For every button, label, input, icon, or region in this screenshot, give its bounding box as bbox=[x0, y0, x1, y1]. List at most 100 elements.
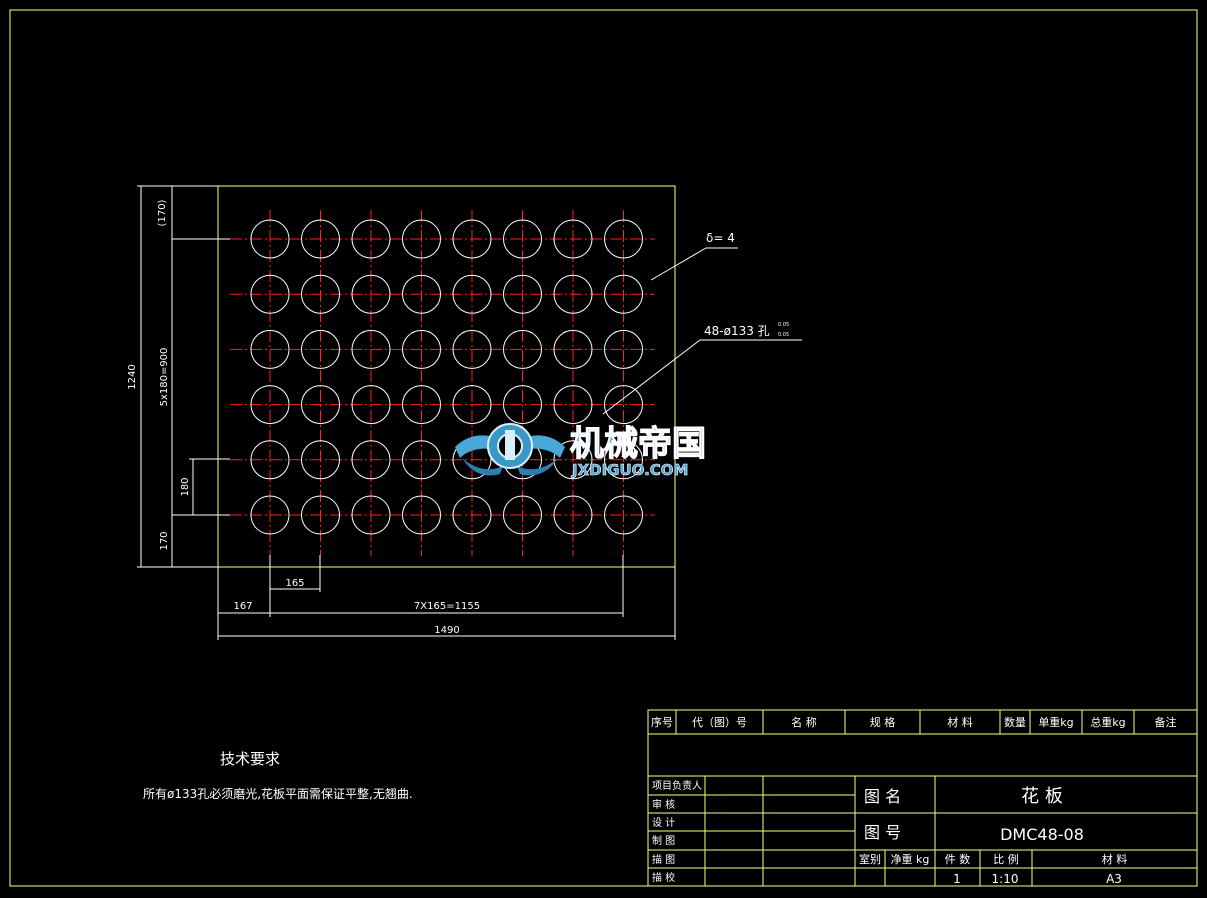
hole bbox=[250, 495, 290, 535]
hole bbox=[402, 495, 441, 535]
hole bbox=[604, 219, 643, 259]
dim-overall-height: 1240 bbox=[127, 364, 138, 389]
watermark-title: 机械帝国 bbox=[570, 424, 706, 464]
dim-left-margin: 167 bbox=[233, 601, 252, 612]
dim-vertical-pitch: 5x180=900 bbox=[159, 348, 170, 407]
hole bbox=[250, 219, 290, 259]
callout-hole-spec: 48-ø133 孔 bbox=[704, 324, 770, 338]
drawing-border bbox=[9, 9, 1198, 887]
hole bbox=[503, 329, 542, 369]
vertical-dimensions: (170) 5x180=900 1240 180 170 bbox=[127, 185, 230, 568]
hole bbox=[351, 274, 391, 314]
hole bbox=[301, 440, 340, 480]
title-block-info-header: 室别 bbox=[859, 852, 881, 866]
dim-horizontal-pitch: 7X165=1155 bbox=[414, 601, 480, 612]
horizontal-dimensions: 165 167 7X165=1155 1490 bbox=[217, 555, 676, 640]
title-block-info-header: 材 料 bbox=[1102, 852, 1128, 866]
hole bbox=[301, 274, 340, 314]
hole bbox=[452, 219, 492, 259]
hole bbox=[402, 274, 441, 314]
drawing-name-value: 花 板 bbox=[1021, 786, 1063, 807]
hole bbox=[604, 274, 643, 314]
drawing-number-value: DMC48-08 bbox=[1000, 825, 1084, 844]
parts-list-header: 序号 bbox=[651, 715, 673, 729]
hole bbox=[402, 385, 441, 425]
title-block-role: 制 图 bbox=[652, 834, 675, 847]
title-block-role: 设 计 bbox=[652, 816, 675, 829]
hole bbox=[452, 329, 492, 369]
hole bbox=[301, 219, 340, 259]
dim-top-margin: (170) bbox=[157, 199, 168, 226]
title-block-info-header: 比 例 bbox=[993, 852, 1019, 866]
technical-notes: 技术要求 所有ø133孔必须磨光,花板平面需保证平整,无翘曲. bbox=[143, 750, 413, 801]
hole bbox=[250, 385, 290, 425]
parts-list-header: 备注 bbox=[1155, 715, 1177, 729]
hole bbox=[351, 385, 391, 425]
parts-list-header: 代（图）号 bbox=[692, 716, 747, 729]
hole bbox=[250, 274, 290, 314]
dim-col-pitch: 165 bbox=[285, 578, 304, 589]
title-block-info-header: 净重 kg bbox=[891, 852, 930, 866]
title-block-role: 项目负责人 bbox=[652, 779, 702, 792]
parts-list-header: 材 料 bbox=[947, 715, 973, 729]
gear-wings-icon bbox=[455, 423, 565, 476]
material-value: A3 bbox=[1106, 872, 1122, 886]
hole bbox=[553, 440, 593, 480]
hole bbox=[553, 385, 593, 425]
hole bbox=[503, 385, 542, 425]
notes-heading: 技术要求 bbox=[220, 750, 280, 768]
callouts: δ= 4 48-ø133 孔 0.05 0.05 bbox=[602, 231, 802, 415]
hole bbox=[250, 440, 290, 480]
callout-tol-lower: 0.05 bbox=[778, 332, 789, 338]
hole bbox=[503, 219, 542, 259]
hole bbox=[351, 440, 391, 480]
hole bbox=[452, 385, 492, 425]
hole bbox=[553, 495, 593, 535]
hole bbox=[301, 329, 340, 369]
title-block-info-header: 件 数 bbox=[945, 853, 971, 866]
hole bbox=[452, 274, 492, 314]
hole bbox=[452, 495, 492, 535]
hole bbox=[553, 219, 593, 259]
parts-list-header: 名 称 bbox=[791, 715, 817, 729]
drawing-number-label: 图 号 bbox=[864, 823, 901, 842]
callout-thickness: δ= 4 bbox=[706, 231, 735, 245]
hole bbox=[402, 329, 441, 369]
notes-body: 所有ø133孔必须磨光,花板平面需保证平整,无翘曲. bbox=[143, 786, 413, 801]
hole bbox=[250, 329, 290, 369]
parts-list-header: 规 格 bbox=[870, 715, 896, 729]
hole bbox=[503, 495, 542, 535]
hole bbox=[301, 495, 340, 535]
dim-row-pitch: 180 bbox=[180, 477, 191, 496]
drawing-name-label: 图 名 bbox=[864, 787, 901, 806]
scale-value: 1:10 bbox=[992, 872, 1019, 886]
hole bbox=[351, 219, 391, 259]
title-block-role: 审 核 bbox=[652, 798, 675, 811]
hole bbox=[503, 274, 542, 314]
parts-list-header: 单重kg bbox=[1038, 715, 1073, 729]
parts-list-header: 数量 bbox=[1004, 716, 1026, 729]
hole bbox=[351, 495, 391, 535]
hole bbox=[351, 329, 391, 369]
hole bbox=[604, 385, 643, 425]
dim-overall-width: 1490 bbox=[434, 625, 459, 636]
hole bbox=[301, 385, 340, 425]
quantity-value: 1 bbox=[953, 872, 961, 886]
hole bbox=[553, 329, 593, 369]
parts-list-header: 总重kg bbox=[1090, 715, 1125, 729]
hole bbox=[604, 495, 643, 535]
hole-pattern bbox=[230, 210, 655, 556]
watermark: 机械帝国 JXDIGUO.COM bbox=[455, 423, 707, 479]
hole bbox=[402, 219, 441, 259]
watermark-subtitle: JXDIGUO.COM bbox=[571, 461, 688, 479]
title-block-role: 描 图 bbox=[652, 853, 675, 866]
hole bbox=[553, 274, 593, 314]
dim-bottom-margin: 170 bbox=[159, 531, 170, 550]
hole bbox=[402, 440, 441, 480]
hole bbox=[604, 329, 643, 369]
title-block-role: 描 校 bbox=[652, 871, 675, 884]
callout-tol-upper: 0.05 bbox=[778, 322, 789, 328]
